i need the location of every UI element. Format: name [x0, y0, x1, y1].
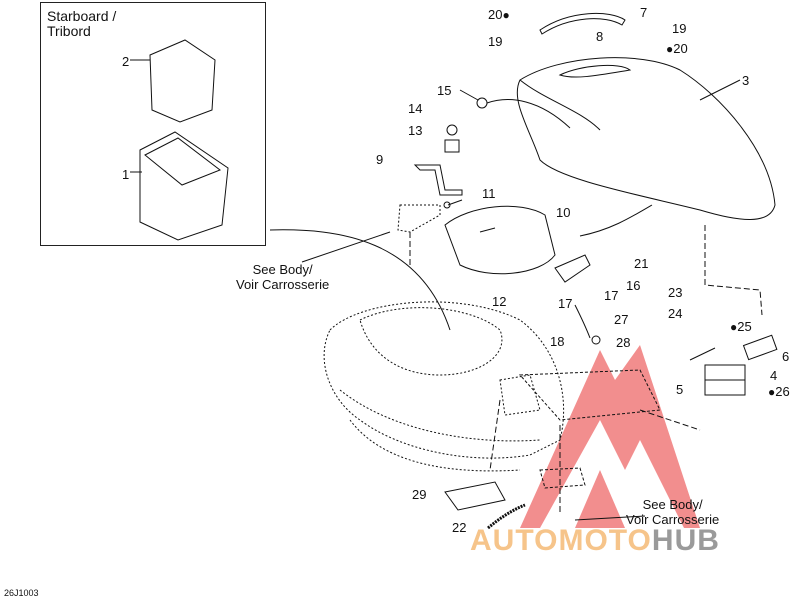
- callout-28: 28: [616, 335, 631, 350]
- oil-drop-icon: ●: [502, 8, 510, 22]
- strap-part: [539, 12, 626, 35]
- callout-21: 21: [634, 256, 649, 271]
- callout-4: 4: [770, 368, 778, 383]
- callout-19a: 19: [488, 34, 503, 49]
- callout-5: 5: [676, 382, 684, 397]
- bracket-part: [413, 164, 463, 196]
- callout-18: 18: [550, 334, 565, 349]
- oil-drop-icon: ●: [666, 42, 674, 56]
- callout-15: 15: [437, 83, 452, 98]
- drawing-code: 26J1003: [4, 588, 39, 598]
- callout-8: 8: [596, 29, 604, 44]
- callout-12: 12: [492, 294, 507, 309]
- oil-drop-icon: ●: [730, 320, 738, 334]
- hull-outline: [323, 301, 565, 459]
- callout-16: 16: [626, 278, 641, 293]
- callout-22: 22: [452, 520, 467, 535]
- see-body-bottom: See Body/ Voir Carrosserie: [626, 497, 720, 527]
- watermark-text: AUTOMOTOHUB: [470, 524, 720, 557]
- callout-2: 2: [122, 54, 130, 69]
- callout-29: 29: [412, 487, 427, 502]
- leader-body-top: [269, 229, 451, 331]
- callout-19b: 19: [672, 21, 687, 36]
- inset-bin-outer: [139, 131, 229, 241]
- starboard-inset: Starboard / Tribord: [40, 2, 266, 246]
- callout-11: 11: [482, 186, 496, 201]
- seat-part: [516, 57, 776, 220]
- callout-10: 10: [556, 205, 571, 220]
- callout-20a: 20●: [488, 7, 510, 22]
- inset-bin-inner: [149, 39, 216, 123]
- see-body-top: See Body/ Voir Carrosserie: [236, 262, 330, 292]
- spring-part: [487, 503, 526, 530]
- callout-1: 1: [122, 167, 130, 182]
- pad-part: [444, 481, 506, 511]
- callout-6: 6: [782, 349, 790, 364]
- callout-20b: ●20: [666, 41, 688, 56]
- inset-title: Starboard / Tribord: [47, 8, 117, 39]
- callout-7: 7: [640, 5, 648, 20]
- callout-13: 13: [408, 123, 423, 138]
- callout-17b: 17: [604, 288, 619, 303]
- storage-cover-part: [444, 205, 556, 275]
- nut-part: [446, 124, 458, 136]
- callout-25: ●25: [730, 319, 752, 334]
- callout-3: 3: [742, 73, 750, 88]
- callout-26: ●26: [768, 384, 790, 399]
- callout-14: 14: [408, 101, 423, 116]
- callout-17a: 17: [558, 296, 573, 311]
- callout-24: 24: [668, 306, 683, 321]
- callout-9: 9: [376, 152, 384, 167]
- callout-27: 27: [614, 312, 629, 327]
- callout-23: 23: [668, 285, 683, 300]
- oil-drop-icon: ●: [768, 385, 776, 399]
